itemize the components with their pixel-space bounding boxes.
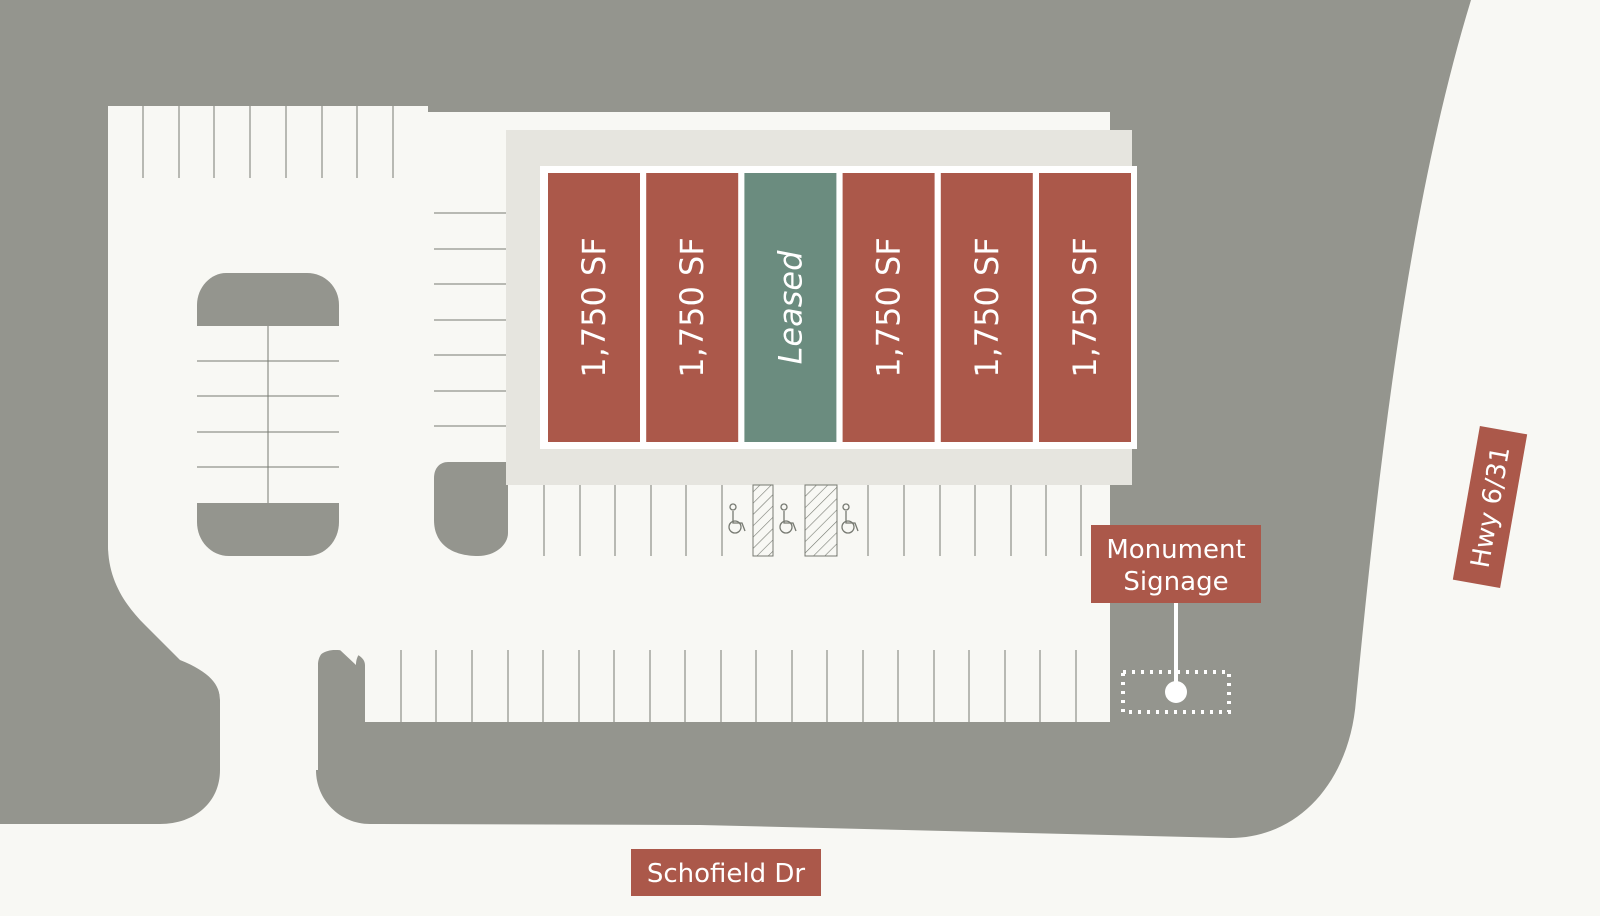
parking-stripes-north (142, 106, 394, 178)
unit-4[interactable] (842, 173, 935, 442)
accessible-aisle-2 (804, 484, 838, 557)
curb-island-sw (434, 462, 508, 556)
sign-post-marker (1165, 681, 1187, 703)
unit-5[interactable] (940, 173, 1033, 442)
unit-3-label: Leased (771, 250, 809, 364)
parking-stripes-front (543, 485, 1082, 556)
retail-units: 1,750 SF 1,750 SF Leased 1,750 SF 1,750 SF 1,… (548, 173, 1131, 442)
center-island (197, 273, 339, 326)
monument-signage-label-box (1091, 525, 1261, 603)
monument-sign-footprint (1121, 670, 1231, 714)
accessible-aisle-1 (752, 484, 774, 557)
wheelchair-icon (779, 503, 797, 534)
unit-5-label: 1,750 SF (968, 237, 1006, 378)
wheelchair-icon (841, 503, 859, 534)
unit-4-label: 1,750 SF (870, 237, 908, 378)
schofield-dr-label: Schofield Dr (647, 859, 806, 889)
unit-2[interactable] (646, 173, 739, 442)
grass-area (0, 0, 1471, 838)
parking-stripes-south (400, 650, 1077, 722)
monument-signage-label-line1: Monument (1106, 535, 1245, 565)
schofield-dr-label-box (631, 849, 821, 896)
unit-1-label: 1,750 SF (575, 237, 613, 378)
hwy-label-box (1452, 426, 1528, 588)
unit-6[interactable] (1039, 173, 1131, 442)
unit-6-label: 1,750 SF (1066, 237, 1104, 378)
monument-signage-label-line2: Signage (1123, 567, 1228, 597)
wheelchair-icon (728, 503, 746, 534)
parking-stripes-building-west (434, 212, 506, 427)
unit-2-label: 1,750 SF (673, 237, 711, 378)
unit-3[interactable] (744, 173, 837, 442)
parking-stripes-island (197, 326, 339, 503)
west-parking-lot (108, 106, 1110, 770)
center-island-bottom (197, 503, 339, 556)
unit-1[interactable] (548, 173, 640, 442)
